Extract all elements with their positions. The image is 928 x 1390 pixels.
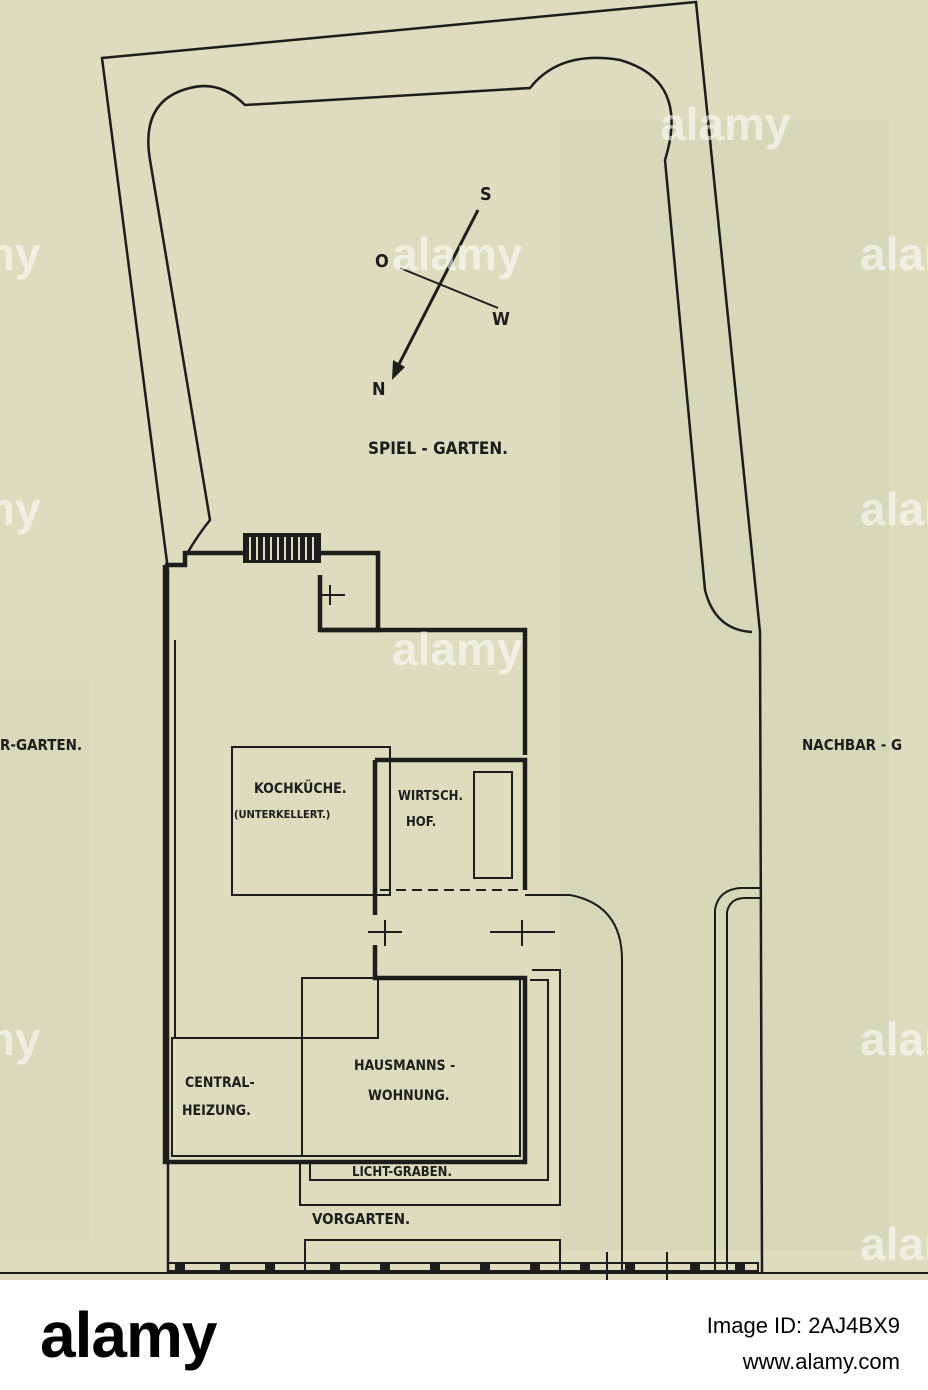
watermark: alamy <box>392 623 523 675</box>
compass-n: N <box>372 379 386 400</box>
compass-s: S <box>480 184 492 205</box>
compass-w: W <box>492 309 510 330</box>
compass: S O W N <box>372 184 510 400</box>
watermark: alamy <box>860 1013 928 1065</box>
label-wohnung: WOHNUNG. <box>368 1088 450 1104</box>
watermark: alamy <box>860 228 928 280</box>
watermarks: alamy alamy alamy alamy alamy alamy alam… <box>0 98 928 1270</box>
site-plan: S O W N SPIEL - GARTEN. R-GARTEN. NACHBA… <box>0 0 928 1280</box>
street-fence <box>0 1252 928 1280</box>
property-boundary <box>100 0 764 1273</box>
label-hof: HOF. <box>406 815 436 830</box>
watermark: alamy <box>0 1013 41 1065</box>
label-wirtsch: WIRTSCH. <box>398 789 463 804</box>
watermark: alamy <box>860 1218 928 1270</box>
garden-path <box>147 56 753 634</box>
image-id: Image ID: 2AJ4BX9 <box>706 1313 900 1338</box>
watermark: alamy <box>660 98 791 150</box>
watermark: alamy <box>0 483 41 535</box>
building-walls <box>162 550 528 1165</box>
footer-bar: alamy Image ID: 2AJ4BX9 www.alamy.com <box>0 1280 928 1390</box>
interior-lines <box>171 585 555 1157</box>
alamy-logo: alamy <box>40 1298 217 1372</box>
site-url[interactable]: www.alamy.com <box>742 1349 900 1374</box>
label-neighbor-right: NACHBAR - G <box>802 736 902 754</box>
label-neighbor-left: R-GARTEN. <box>0 736 82 754</box>
label-licht-graben: LICHT-GRABEN. <box>352 1165 452 1180</box>
footer-info: Image ID: 2AJ4BX9 www.alamy.com <box>707 1308 900 1380</box>
light-well <box>299 969 561 1272</box>
room-labels: SPIEL - GARTEN. R-GARTEN. NACHBAR - G KO… <box>0 439 902 1228</box>
logo-text: alamy <box>40 1299 217 1371</box>
driveway <box>525 887 762 1272</box>
label-central: CENTRAL- <box>185 1075 255 1091</box>
label-heizung: HEIZUNG. <box>182 1103 251 1119</box>
compass-o: O <box>375 251 389 272</box>
image-stage: S O W N SPIEL - GARTEN. R-GARTEN. NACHBA… <box>0 0 928 1280</box>
label-kochkueche: KOCHKÜCHE. <box>254 779 347 797</box>
stair <box>243 533 321 563</box>
label-spiel-garten: SPIEL - GARTEN. <box>368 439 508 459</box>
watermark: alamy <box>0 228 41 280</box>
watermark: alamy <box>860 483 928 535</box>
watermark: alamy <box>392 228 523 280</box>
label-hausmanns: HAUSMANNS - <box>354 1058 455 1074</box>
label-vorgarten: VORGARTEN. <box>312 1210 410 1228</box>
label-unterkellert: (UNTERKELLERT.) <box>234 808 330 821</box>
